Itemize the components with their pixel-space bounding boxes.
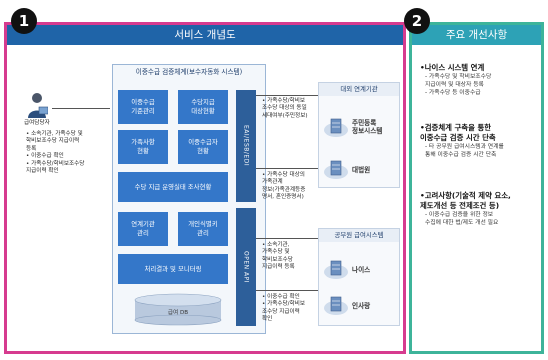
improvement-neis: •나이스 시스템 연계 - 가족수당 및 학비보조수당 지급이력 및 대상자 등… <box>420 63 492 96</box>
server-cloud-icon <box>324 260 348 279</box>
user-icon <box>28 93 48 118</box>
module-monitoring: 처리결과 및 모니터링 <box>118 254 228 284</box>
connector-2 <box>256 168 318 169</box>
connector-3 <box>256 238 318 239</box>
eai-esb-edi-bar: EAI/ESB/EDI <box>236 90 256 202</box>
insarang-label: 인사랑 <box>352 302 371 310</box>
open-api-bar: OPEN API <box>236 208 256 326</box>
service-concept-title: 서비스 개념도 <box>7 25 403 45</box>
server-cloud-icon <box>324 118 348 137</box>
neis-label: 나이스 <box>352 266 371 274</box>
verification-system-title: 이중수급 검증체계(보수자동화 시스템) <box>135 68 243 76</box>
key-improvements-title: 주요 개선사항 <box>412 25 541 45</box>
flow-note-family-relations: • 가족수당 대상의 가족관계 정보(가족관계등증 명서, 혼인증명서) <box>262 172 306 201</box>
connector-4 <box>256 290 318 291</box>
civil-servant-payroll-title: 공무원 급여시스템 <box>319 229 399 242</box>
improvement-verification-time: •검증체계 구축을 통한 이중수급 검증 시간 단축 - 타 공무원 급여시스템… <box>420 123 504 158</box>
flow-note-registration: • 소속기관, 가족수당 및 학비보조수당 지급이력 등록 <box>262 242 295 271</box>
user-connector <box>52 108 110 109</box>
user-bullets: • 소속기관, 가족수당 및 학비보조수당 지급이력 등록 • 이중수급 확인 … <box>26 131 85 175</box>
user-label: 급여담당자 <box>24 120 50 126</box>
module-operation-survey: 수당 지급 운영실태 조사현황 <box>118 172 228 202</box>
key-improvements-panel: 주요 개선사항 •나이스 시스템 연계 - 가족수당 및 학비보조수당 지급이력… <box>409 22 544 354</box>
badge-one: 1 <box>11 8 37 34</box>
flow-note-verification: • 이중수급 확인 • 가족수당/학비보 조수당 지급이력 확인 <box>262 294 305 323</box>
server-cloud-icon <box>324 296 348 315</box>
payroll-db-icon <box>134 293 222 326</box>
supreme-court-label: 대법원 <box>352 166 371 174</box>
improvement-considerations: •고려사항(기술적 제약 요소, 제도개선 등 전제조건 등) - 이중수급 검… <box>420 191 511 226</box>
flow-note-resident-info: • 가족수당/학비보 조수당 대상의 동일 세대여부(주민정보) <box>262 98 308 119</box>
badge-two: 2 <box>404 8 430 34</box>
resident-registration-label: 주민등록 정보시스템 <box>352 119 383 135</box>
external-agencies-title: 대외 연계기관 <box>319 83 399 96</box>
server-cloud-icon <box>324 160 348 179</box>
payroll-db-label: 급여 DB <box>167 310 189 316</box>
connector-1 <box>256 95 318 96</box>
